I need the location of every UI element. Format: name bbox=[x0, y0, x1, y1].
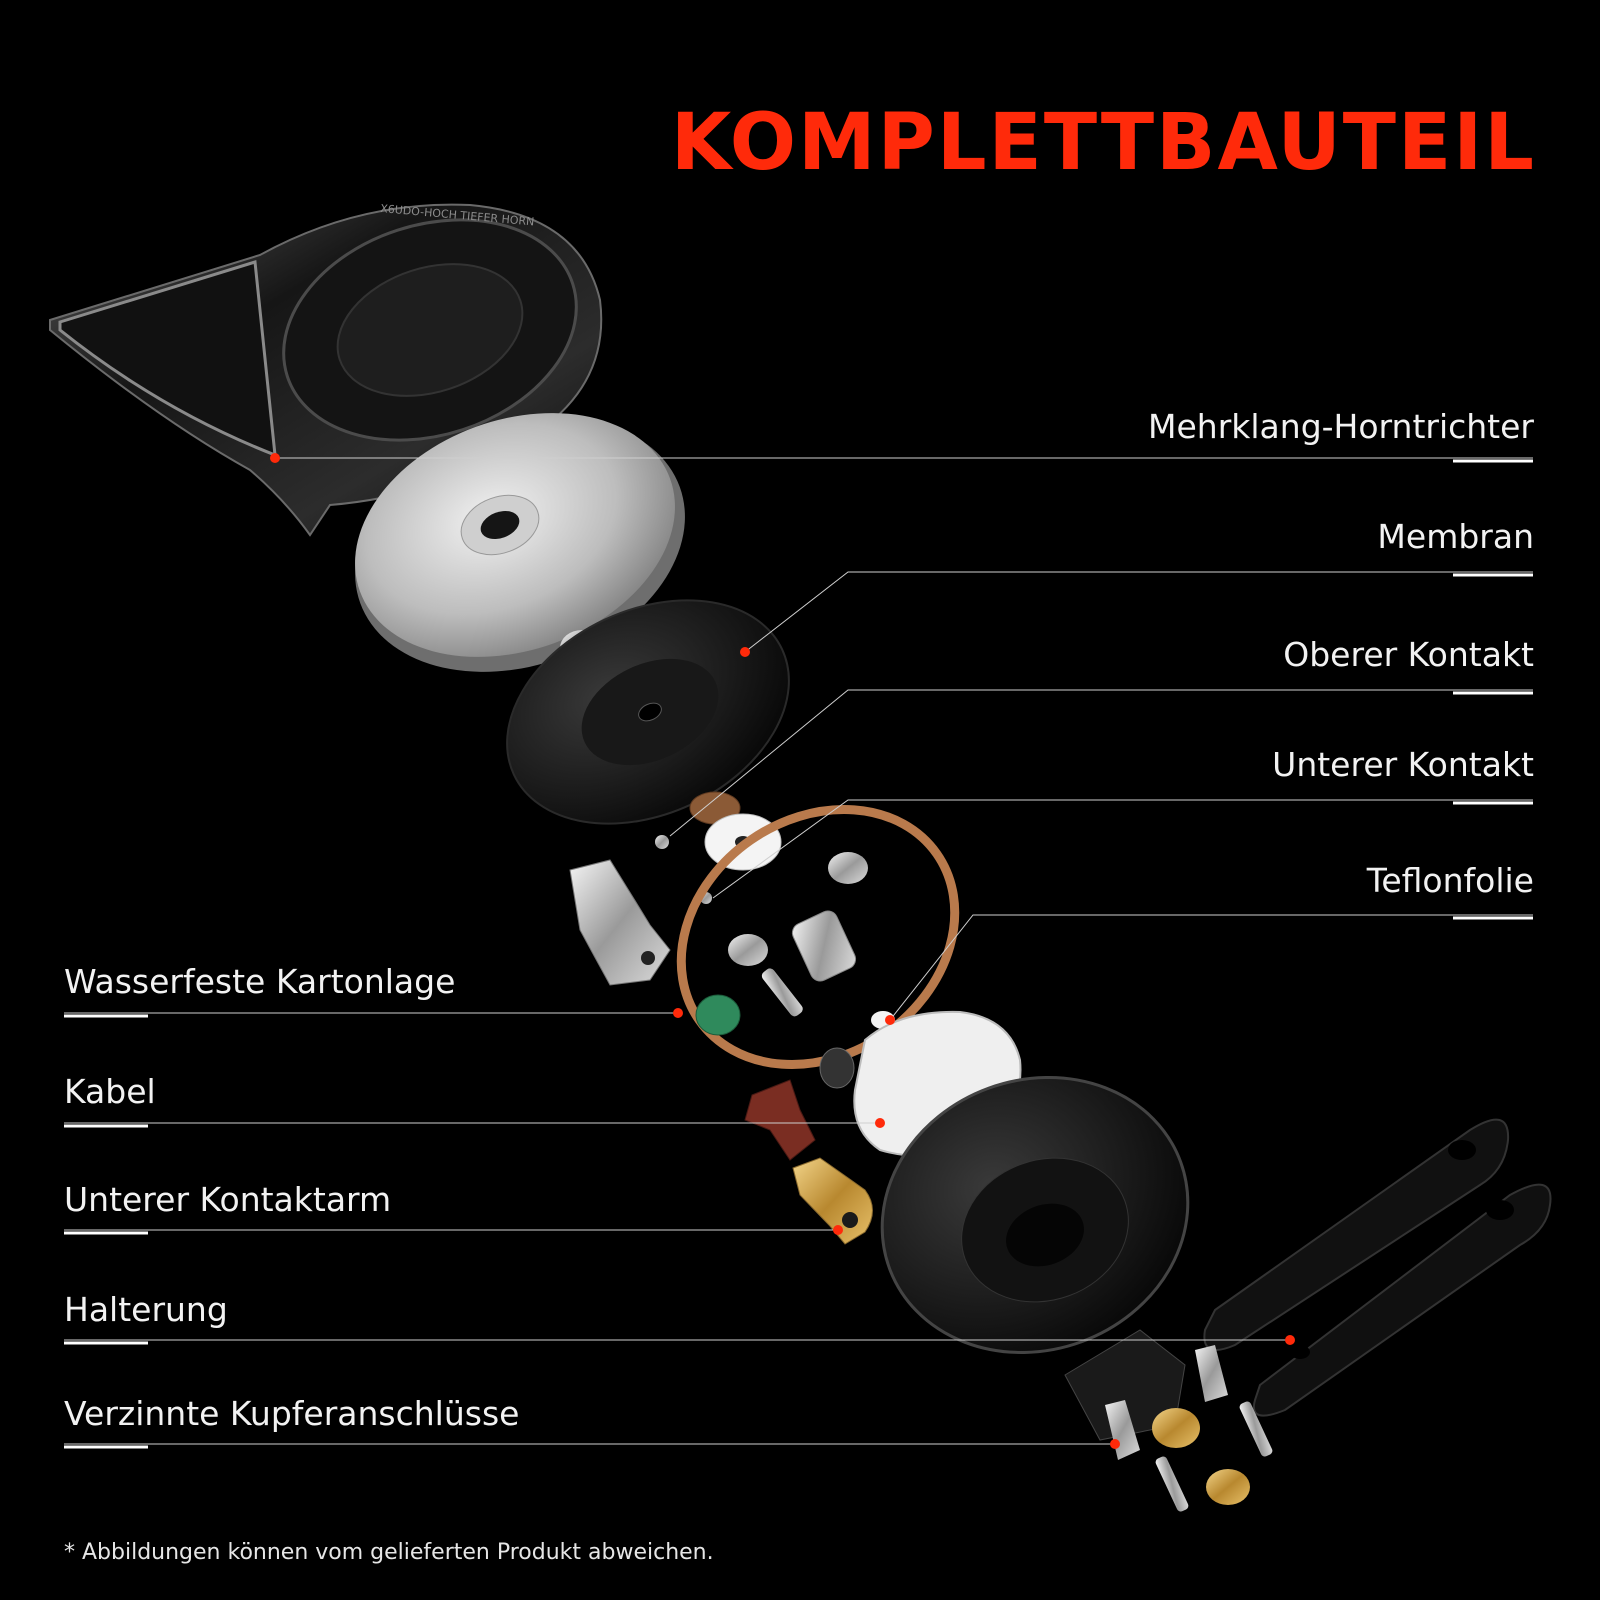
marker-dot-cable bbox=[875, 1118, 885, 1128]
membrane-disc bbox=[506, 599, 790, 825]
label-cable: Kabel bbox=[64, 1072, 156, 1111]
label-tinned-copper-terminals: Verzinnte Kupferanschlüsse bbox=[64, 1394, 520, 1433]
screw-a bbox=[1155, 1456, 1189, 1512]
mounting-straps bbox=[1203, 1118, 1552, 1417]
brass-contact-arm bbox=[792, 1157, 873, 1245]
contact-screw bbox=[761, 968, 803, 1017]
red-gasket bbox=[744, 1079, 816, 1161]
black-bushing bbox=[819, 1047, 855, 1089]
label-membrane: Membran bbox=[1377, 517, 1534, 556]
marker-dot-contact-arm bbox=[833, 1225, 843, 1235]
diaphragm-disc bbox=[355, 413, 685, 672]
label-lower-contact-arm: Unterer Kontaktarm bbox=[64, 1180, 392, 1219]
marker-dot-bracket bbox=[1285, 1335, 1295, 1345]
inner-nut bbox=[728, 934, 768, 966]
label-lower-contact: Unterer Kontakt bbox=[1272, 745, 1534, 784]
label-bracket: Halterung bbox=[64, 1290, 228, 1329]
label-horn-trumpet: Mehrklang-Horntrichter bbox=[1148, 407, 1534, 446]
label-waterproof-cardboard: Wasserfeste Kartonlage bbox=[64, 962, 456, 1001]
marker-dot-membrane bbox=[740, 647, 750, 657]
contact-bracket-hole bbox=[641, 951, 655, 965]
brass-arm-hole bbox=[842, 1212, 858, 1228]
contact-pin bbox=[791, 910, 857, 982]
marker-dot-terminals bbox=[1110, 1439, 1120, 1449]
leader-lines bbox=[64, 457, 1533, 1445]
marker-dots bbox=[270, 453, 1295, 1449]
green-grommet bbox=[695, 994, 741, 1036]
marker-dot-horn bbox=[270, 453, 280, 463]
terminal-block bbox=[1064, 1329, 1186, 1441]
tiny-screw bbox=[655, 835, 669, 849]
label-upper-contact: Oberer Kontakt bbox=[1283, 635, 1534, 674]
marker-dot-gasket bbox=[673, 1008, 683, 1018]
marker-dot-teflon bbox=[885, 1015, 895, 1025]
brass-nut bbox=[1152, 1408, 1200, 1448]
page-title: KOMPLETTBAUTEIL bbox=[670, 98, 1536, 188]
brass-cap-nut bbox=[1206, 1469, 1250, 1505]
label-teflon-foil: Teflonfolie bbox=[1366, 861, 1534, 900]
footnote: * Abbildungen können vom gelieferten Pro… bbox=[64, 1540, 714, 1565]
label-underlines bbox=[64, 459, 1533, 1449]
upper-nut bbox=[828, 852, 868, 884]
terminal-left bbox=[1105, 1400, 1140, 1460]
contact-bracket bbox=[569, 859, 671, 986]
lower-cup bbox=[880, 1076, 1190, 1354]
screw-b bbox=[1239, 1401, 1273, 1457]
terminal-right bbox=[1195, 1345, 1228, 1402]
